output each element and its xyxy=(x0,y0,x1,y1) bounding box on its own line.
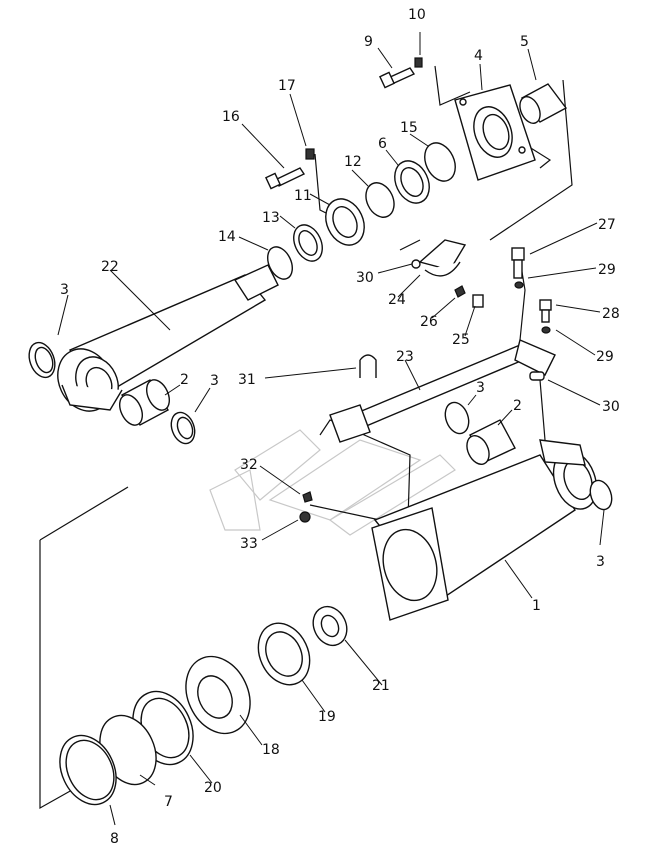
callout-19: 19 xyxy=(318,709,336,725)
dust-seal-right-top xyxy=(444,401,470,435)
callout-14: 14 xyxy=(218,229,236,245)
callout-labels: 1 2 2 3 3 3 3 4 5 6 7 8 9 10 11 12 13 14… xyxy=(60,7,620,847)
callout-21: 21 xyxy=(372,678,390,694)
bolt-16 xyxy=(265,167,306,190)
callout-13: 13 xyxy=(262,210,280,226)
hydraulic-pipe xyxy=(329,339,556,443)
dust-seal-mid xyxy=(170,411,196,445)
u-bolt-31 xyxy=(359,354,377,378)
callout-31: 31 xyxy=(238,372,256,388)
callout-7: 7 xyxy=(164,794,173,810)
piston-rod xyxy=(57,264,279,412)
bushing-right xyxy=(466,419,516,465)
bushing-5 xyxy=(519,83,568,124)
callout-30: 30 xyxy=(602,399,620,415)
callout-12: 12 xyxy=(344,154,362,170)
callout-20: 20 xyxy=(204,780,222,796)
callout-3: 3 xyxy=(476,380,485,396)
callout-10: 10 xyxy=(408,7,426,23)
callout-26: 26 xyxy=(420,314,438,330)
callout-1: 1 xyxy=(532,598,541,614)
piston-nut xyxy=(312,605,348,647)
callout-15: 15 xyxy=(400,120,418,136)
grease-fitting-32-33 xyxy=(299,491,313,523)
callout-16: 16 xyxy=(222,109,240,125)
rod-seal-set xyxy=(267,142,456,280)
callout-33: 33 xyxy=(240,536,258,552)
dust-seal-left xyxy=(28,341,56,379)
callout-28: 28 xyxy=(602,306,620,322)
piston-19 xyxy=(257,622,311,686)
callout-32: 32 xyxy=(240,457,258,473)
callout-6: 6 xyxy=(378,136,387,152)
washer-17 xyxy=(305,148,315,160)
washer-10 xyxy=(414,57,423,68)
callout-3: 3 xyxy=(210,373,219,389)
watermark-logo xyxy=(209,429,456,536)
bolt-28 xyxy=(539,299,552,334)
bolt-27 xyxy=(511,247,525,289)
callout-25: 25 xyxy=(452,332,470,348)
callout-2: 2 xyxy=(180,372,189,388)
leader-lines xyxy=(57,32,605,826)
callout-11: 11 xyxy=(294,188,312,204)
callout-30: 30 xyxy=(356,270,374,286)
callout-23: 23 xyxy=(396,349,414,365)
dust-seal-right-bottom xyxy=(589,479,613,511)
cylinder-head xyxy=(454,84,536,181)
piston-18 xyxy=(185,655,251,735)
callout-22: 22 xyxy=(101,259,119,275)
callout-2: 2 xyxy=(513,398,522,414)
ring-8 xyxy=(59,734,117,806)
callout-17: 17 xyxy=(278,78,296,94)
bolt-9 xyxy=(379,67,416,89)
callout-24: 24 xyxy=(388,292,406,308)
bushing-left xyxy=(118,379,171,426)
callout-3: 3 xyxy=(60,282,69,298)
callout-4: 4 xyxy=(474,48,483,64)
cylinder-tube xyxy=(371,439,598,621)
callout-18: 18 xyxy=(262,742,280,758)
callout-29: 29 xyxy=(598,262,616,278)
callout-8: 8 xyxy=(110,831,119,847)
o-ring-30 xyxy=(529,371,545,381)
callout-5: 5 xyxy=(520,34,529,50)
callout-29: 29 xyxy=(596,349,614,365)
callout-3: 3 xyxy=(596,554,605,570)
pipe-clamp xyxy=(411,239,484,308)
callout-9: 9 xyxy=(364,34,373,50)
callout-27: 27 xyxy=(598,217,616,233)
